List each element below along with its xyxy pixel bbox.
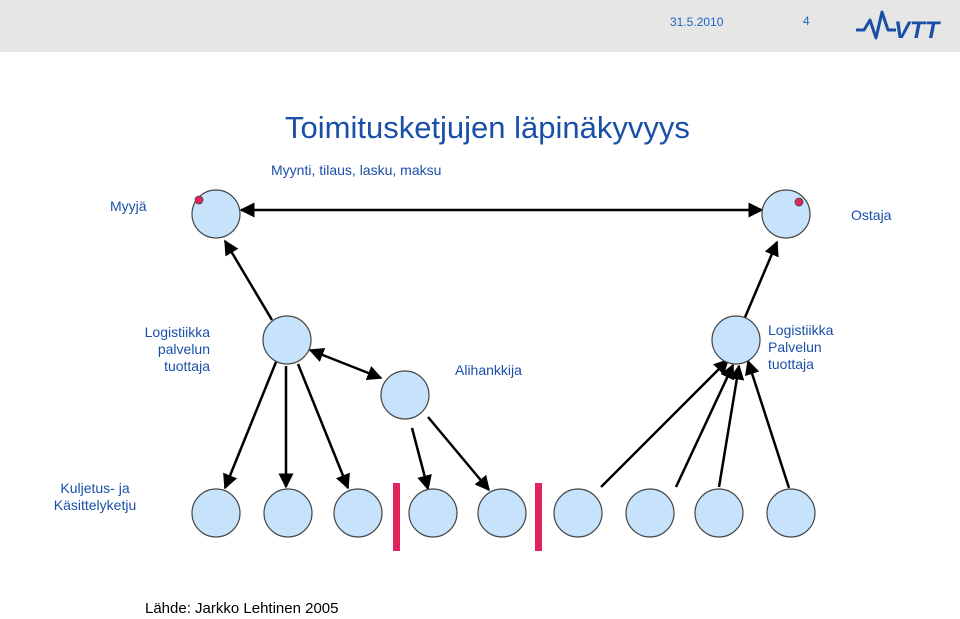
- vtt-logo-wave-icon: [856, 10, 896, 40]
- node-logistics-right: [711, 315, 761, 365]
- node-transport-4: [408, 488, 458, 538]
- node-transport-5: [477, 488, 527, 538]
- node-transport-1: [191, 488, 241, 538]
- edge-lr-t7: [674, 363, 735, 488]
- edge-sub-t4: [410, 427, 432, 491]
- edge-buyer-logistics-right: [741, 240, 779, 323]
- edge-ll-t1: [223, 361, 278, 490]
- header-band: [0, 0, 960, 52]
- label-logistics-left: Logistiikka palvelun tuottaja: [144, 324, 210, 374]
- node-transport-9: [766, 488, 816, 538]
- slide-title: Toimitusketjujen läpinäkyvyys: [285, 110, 690, 145]
- source-citation: Lähde: Jarkko Lehtinen 2005: [145, 600, 339, 617]
- label-buyer: Ostaja: [851, 207, 892, 223]
- header-page-number: 4: [803, 14, 810, 28]
- vtt-logo-text: VTT: [894, 17, 942, 44]
- node-buyer: [761, 189, 811, 239]
- node-seller: [191, 189, 241, 239]
- edge-sub-t5: [427, 416, 490, 492]
- edge-lr-t9: [745, 359, 791, 489]
- seller-red-marker-icon: [194, 195, 204, 205]
- node-transport-2: [263, 488, 313, 538]
- edge-seller-logistics-left: [223, 239, 274, 321]
- edge-lr-t6: [600, 358, 730, 488]
- edge-label-flows: Myynti, tilaus, lasku, maksu: [271, 162, 442, 178]
- red-divider-bar-2: [535, 483, 542, 551]
- label-transport-chain: Kuljetus- ja Käsittelyketju: [53, 480, 137, 513]
- header-date: 31.5.2010: [670, 15, 724, 29]
- red-divider-bar-1: [393, 483, 400, 551]
- edge-logistics-left-subcontractor: [308, 347, 383, 381]
- node-transport-8: [694, 488, 744, 538]
- node-subcontractor: [380, 370, 430, 420]
- node-logistics-left: [262, 315, 312, 365]
- edge-ll-t3: [296, 363, 350, 490]
- label-subcontractor: Alihankkija: [455, 362, 522, 378]
- edge-lr-t8: [717, 364, 745, 488]
- node-transport-7: [625, 488, 675, 538]
- label-seller: Myyjä: [110, 198, 147, 214]
- buyer-red-marker-icon: [794, 197, 804, 207]
- vtt-logo: VTT: [856, 10, 942, 44]
- node-transport-6: [553, 488, 603, 538]
- label-logistics-right: Logistiikka Palvelun tuottaja: [768, 322, 834, 372]
- node-transport-3: [333, 488, 383, 538]
